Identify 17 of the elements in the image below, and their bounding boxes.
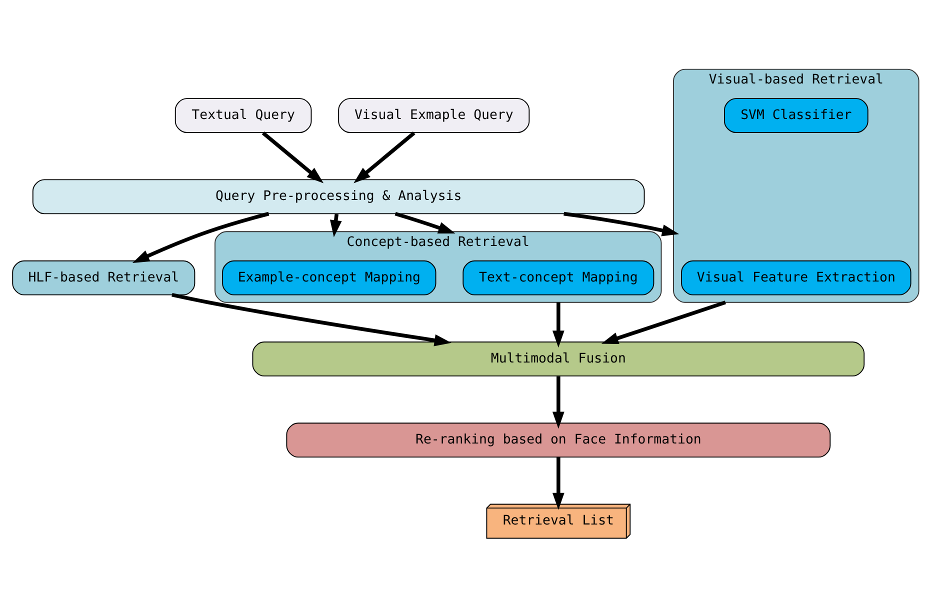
node-box: Textual Query [174, 98, 312, 132]
node-box: Query Pre-processing & Analysis [32, 178, 645, 214]
node-box: SVM Classifier [724, 98, 868, 132]
arrow [552, 302, 564, 348]
arrow [172, 292, 452, 346]
node-box: Multimodal Fusion [252, 341, 865, 376]
arrow [552, 456, 564, 510]
arrow [552, 376, 564, 428]
node-box: HLF-based Retrieval [12, 260, 196, 295]
arrow [262, 130, 324, 183]
node-box: Text-concept Mapping [462, 260, 654, 295]
node-box: Example-concept Mapping [222, 260, 436, 295]
node-box: Visual Feature Extraction [681, 260, 912, 295]
node-box: Visual Exmaple Query [338, 98, 530, 132]
node-box: Re-ranking based on Face Information [286, 422, 831, 458]
arrow [601, 300, 726, 344]
arrow [354, 130, 416, 183]
